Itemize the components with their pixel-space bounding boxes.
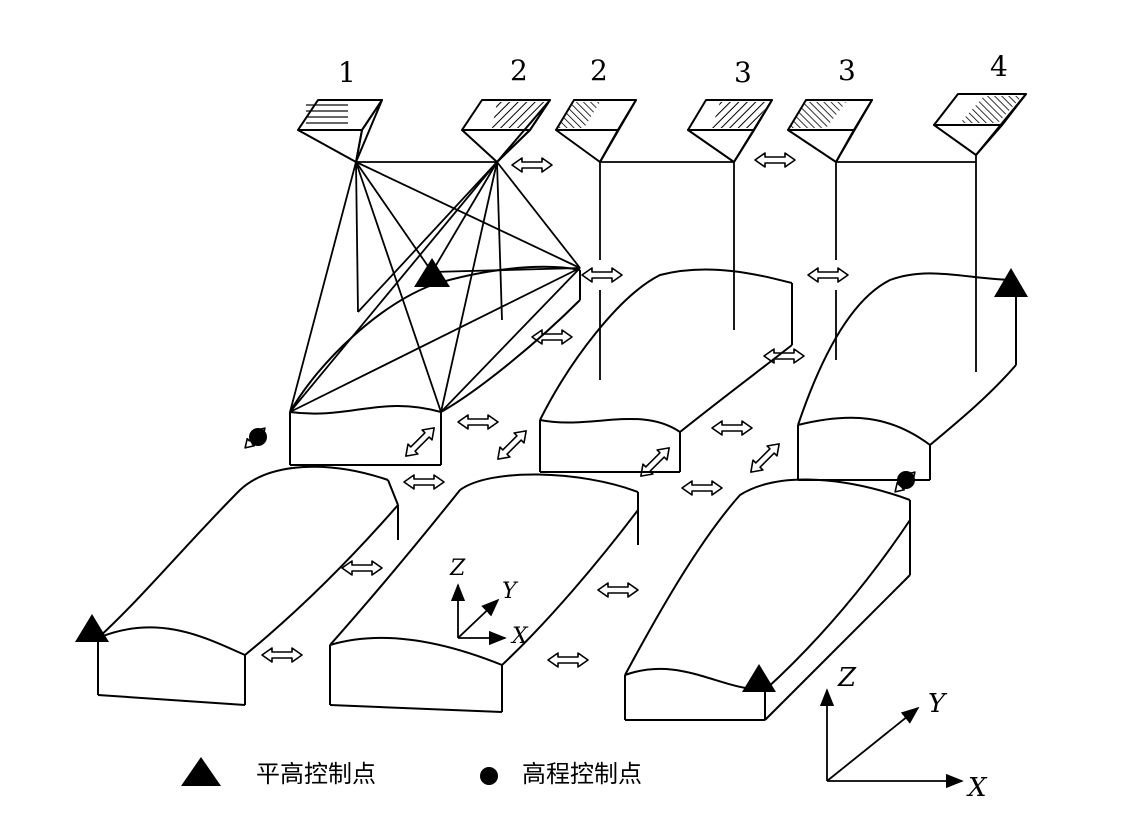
legend-height-label: 高程控制点	[522, 760, 642, 788]
overlap-arrow	[763, 348, 805, 364]
legend-plane-height-label: 平高控制点	[256, 760, 376, 788]
terrain-block-2	[539, 268, 793, 473]
overlap-arrow	[261, 647, 303, 663]
image-label-1: 1	[338, 56, 356, 89]
legend-dot-icon	[480, 767, 498, 785]
height-control-point	[249, 428, 267, 446]
plane-height-control-point	[414, 258, 450, 287]
overlap-arrow	[754, 152, 796, 168]
image-label-3a: 3	[734, 56, 752, 89]
legend: 平高控制点 高程控制点	[181, 757, 642, 788]
overlap-arrow	[531, 329, 573, 345]
overlap-arrow	[597, 582, 639, 598]
image-label-4: 4	[990, 50, 1008, 83]
overlap-arrow	[341, 560, 383, 576]
axis-large-x-label: X	[966, 773, 988, 803]
overlap-arrow	[405, 427, 435, 457]
terrain-block-5	[329, 473, 639, 713]
camera-3a	[687, 99, 773, 163]
terrain-block-6	[624, 478, 911, 721]
camera-2b	[555, 99, 637, 163]
overlap-arrow	[640, 447, 670, 477]
overlap-arrow	[511, 157, 553, 173]
overlap-arrow	[750, 443, 780, 473]
control-points	[75, 258, 1028, 692]
image-label-2a: 2	[510, 54, 528, 87]
overlap-arrow	[807, 267, 849, 283]
overlap-arrows	[244, 152, 916, 668]
height-control-point	[897, 471, 915, 489]
overlap-arrow	[547, 652, 589, 668]
overlap-arrow	[403, 474, 445, 490]
overlap-arrow	[497, 430, 527, 460]
axis-small-x-label: X	[510, 624, 529, 649]
camera-3b	[787, 99, 873, 163]
terrain-block-3	[797, 272, 1017, 481]
camera-1	[297, 99, 383, 163]
axis-small-y-label: Y	[502, 579, 519, 604]
axis-large-y-label: Y	[928, 689, 948, 719]
plane-height-control-point	[75, 614, 109, 642]
axis-small-z-label: Z	[449, 556, 466, 581]
overlap-arrow	[681, 480, 723, 496]
axes-small	[450, 583, 507, 646]
plane-height-control-point	[742, 664, 776, 692]
overlap-arrow	[711, 420, 753, 436]
axis-large-z-label: Z	[837, 663, 857, 693]
overlap-arrow	[457, 414, 499, 430]
terrain-block-4	[97, 465, 399, 706]
axes-large	[819, 688, 964, 789]
camera-2a	[461, 99, 551, 163]
projection-rays	[289, 155, 977, 413]
terrain-block-1	[289, 265, 581, 466]
overlap-arrow	[581, 267, 623, 283]
image-label-2b: 2	[590, 54, 608, 87]
legend-triangle-icon	[181, 757, 221, 786]
camera-4	[933, 93, 1027, 156]
image-label-3b: 3	[838, 54, 856, 87]
plane-height-control-point	[994, 268, 1028, 297]
